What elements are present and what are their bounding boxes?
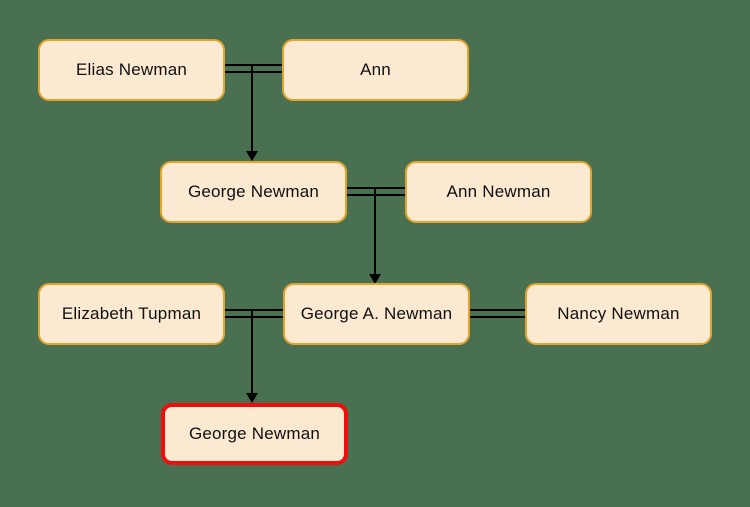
node-label: George A. Newman [300, 304, 453, 323]
node-elizabeth-tupman[interactable]: Elizabeth Tupman [38, 283, 225, 345]
node-label: Ann [360, 60, 391, 79]
marriage-line-elizabeth-georgea-top [223, 309, 285, 311]
marriage-line-georgea-nancy-bottom [468, 316, 527, 318]
marriage-line-elias-ann-bottom [223, 71, 284, 73]
child-connector-line-1 [251, 65, 253, 152]
arrowhead-down-icon [246, 393, 258, 403]
node-label: George Newman [188, 424, 321, 443]
node-george-newman-sr[interactable]: George Newman [160, 161, 347, 223]
arrowhead-down-icon [246, 151, 258, 161]
arrowhead-down-icon [369, 274, 381, 284]
node-elias-newman[interactable]: Elias Newman [38, 39, 225, 101]
node-label: George Newman [187, 182, 320, 201]
node-label: Ann Newman [446, 182, 551, 201]
node-george-newman-highlighted[interactable]: George Newman [161, 403, 348, 465]
node-label: Elizabeth Tupman [61, 304, 202, 323]
child-connector-line-3 [251, 310, 253, 394]
node-label: Elias Newman [75, 60, 188, 79]
marriage-line-georgea-nancy-top [468, 309, 527, 311]
marriage-line-elias-ann-top [223, 64, 284, 66]
node-label: Nancy Newman [557, 304, 680, 323]
node-george-a-newman[interactable]: George A. Newman [283, 283, 470, 345]
child-connector-line-2 [374, 188, 376, 275]
node-ann-newman[interactable]: Ann Newman [405, 161, 592, 223]
marriage-line-george-annnewman-top [345, 187, 407, 189]
node-nancy-newman[interactable]: Nancy Newman [525, 283, 712, 345]
marriage-line-elizabeth-georgea-bottom [223, 316, 285, 318]
marriage-line-george-annnewman-bottom [345, 194, 407, 196]
node-ann[interactable]: Ann [282, 39, 469, 101]
